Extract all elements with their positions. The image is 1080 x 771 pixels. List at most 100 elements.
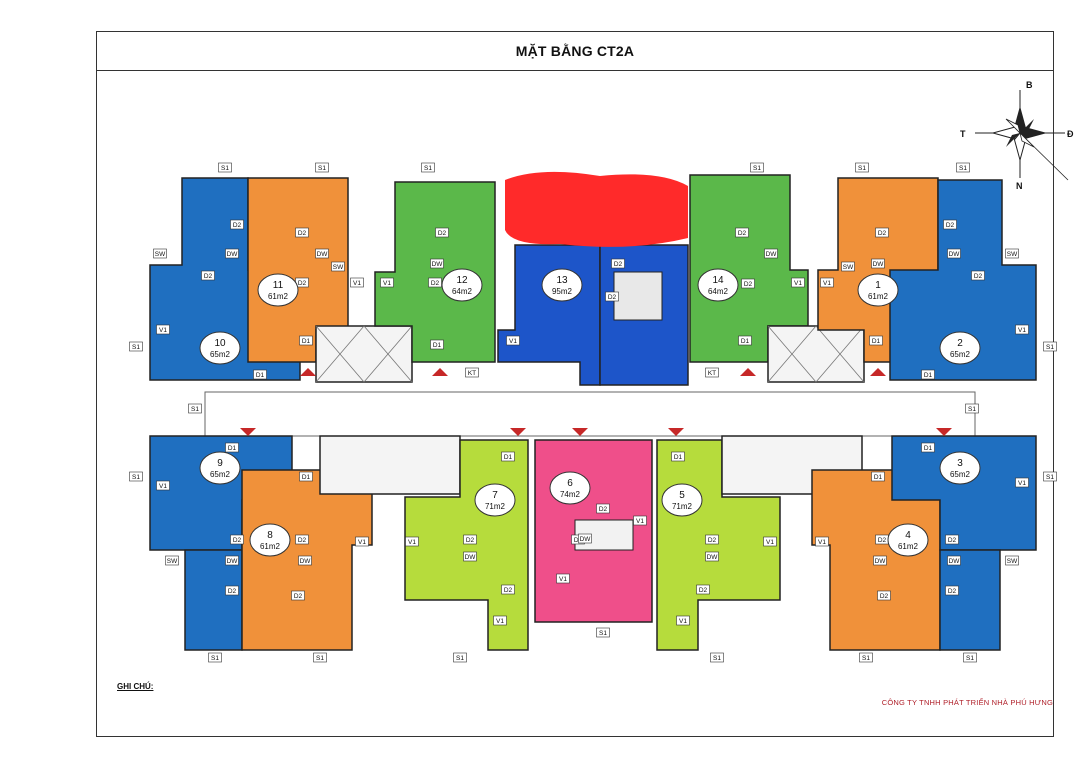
apartment-number: 3	[957, 458, 963, 469]
room-code-box	[465, 367, 479, 378]
room-code-s1: S1	[753, 165, 761, 172]
redaction-mark	[505, 171, 688, 247]
room-code-d1: D1	[256, 372, 265, 379]
apartment-12[interactable]	[374, 181, 496, 363]
room-code-d1: D1	[302, 338, 311, 345]
room-code-kt: KT	[708, 370, 716, 377]
room-code-v1: V1	[823, 280, 831, 287]
room-code-s1: S1	[713, 655, 721, 662]
room-code-box	[355, 536, 369, 547]
room-code-box	[506, 335, 520, 346]
room-code-box	[463, 534, 477, 545]
room-code-box	[676, 615, 690, 626]
apartment-9[interactable]	[149, 435, 293, 651]
room-code-sw: SW	[1007, 558, 1018, 565]
room-code-s1: S1	[959, 165, 967, 172]
note-label: GHI CHÚ:	[117, 682, 154, 691]
room-code-s1: S1	[456, 655, 464, 662]
room-code-box	[435, 227, 449, 238]
room-code-box	[218, 162, 232, 173]
stair-left	[319, 435, 461, 495]
room-code-v1: V1	[818, 539, 826, 546]
room-code-s1: S1	[599, 630, 607, 637]
room-code-box	[921, 442, 935, 453]
room-code-box	[945, 534, 959, 545]
room-code-dw: DW	[949, 251, 961, 258]
apartment-number: 8	[267, 530, 273, 541]
room-code-v1: V1	[159, 483, 167, 490]
room-code-box	[705, 367, 719, 378]
room-code-box	[815, 536, 829, 547]
room-code-box	[331, 261, 345, 272]
room-code-d1: D1	[924, 445, 933, 452]
room-code-d2: D2	[431, 280, 440, 287]
elevator-shaft-upper-left	[315, 325, 413, 383]
apartment-badges: 161m2265m2365m2461m2571m2674m2771m2861m2…	[199, 268, 981, 557]
room-code-box	[947, 555, 961, 566]
room-code-box	[315, 248, 329, 259]
room-code-box	[208, 652, 222, 663]
room-code-box	[428, 277, 442, 288]
room-code-box	[705, 534, 719, 545]
room-code-box	[453, 652, 467, 663]
apartment-2[interactable]	[889, 179, 1037, 381]
room-code-box	[871, 471, 885, 482]
room-code-box	[501, 451, 515, 462]
room-code-dw: DW	[300, 558, 312, 565]
room-code-box	[230, 219, 244, 230]
room-code-s1: S1	[862, 655, 870, 662]
room-code-box	[1005, 555, 1019, 566]
room-code-box	[841, 261, 855, 272]
room-code-d2: D2	[233, 222, 242, 229]
room-code-d2: D2	[878, 230, 887, 237]
room-code-box	[710, 652, 724, 663]
room-code-d2: D2	[744, 281, 753, 288]
room-code-box	[705, 551, 719, 562]
room-code-s1: S1	[858, 165, 866, 172]
room-code-s1: S1	[1046, 474, 1054, 481]
room-code-v1: V1	[636, 518, 644, 525]
apartment-area: 64m2	[452, 287, 473, 296]
room-code-box	[156, 324, 170, 335]
apartment-13[interactable]	[497, 244, 689, 386]
apartment-6[interactable]	[534, 439, 653, 623]
room-code-d2: D2	[504, 587, 513, 594]
room-code-d2: D2	[946, 222, 955, 229]
room-code-box	[671, 451, 685, 462]
room-code-s1: S1	[1046, 344, 1054, 351]
room-code-box	[380, 277, 394, 288]
room-code-box	[921, 369, 935, 380]
room-code-box	[1015, 324, 1029, 335]
apartment-number: 13	[556, 275, 568, 286]
room-code-box	[875, 227, 889, 238]
room-code-dw: DW	[432, 261, 444, 268]
room-code-box	[965, 403, 979, 414]
room-code-box	[1015, 477, 1029, 488]
room-code-box	[225, 442, 239, 453]
room-code-box	[188, 403, 202, 414]
apartment-area: 65m2	[950, 350, 971, 359]
apartment-number: 14	[712, 275, 724, 286]
apartment-area: 61m2	[868, 292, 889, 301]
room-code-box	[350, 277, 364, 288]
apartment-number: 2	[957, 338, 963, 349]
apartment-3[interactable]	[891, 435, 1037, 651]
room-code-box	[225, 585, 239, 596]
room-code-box	[295, 534, 309, 545]
room-code-s1: S1	[316, 655, 324, 662]
room-code-box	[596, 627, 610, 638]
room-code-d1: D1	[228, 445, 237, 452]
room-code-d2: D2	[599, 506, 608, 513]
room-code-s1: S1	[966, 655, 974, 662]
room-code-d1: D1	[433, 342, 442, 349]
room-code-box	[633, 515, 647, 526]
room-code-box	[943, 219, 957, 230]
apartment-number: 9	[217, 458, 223, 469]
apartment-area: 65m2	[210, 350, 231, 359]
room-code-box	[947, 248, 961, 259]
elevator-shaft-upper-right	[767, 325, 865, 383]
room-code-box	[201, 270, 215, 281]
